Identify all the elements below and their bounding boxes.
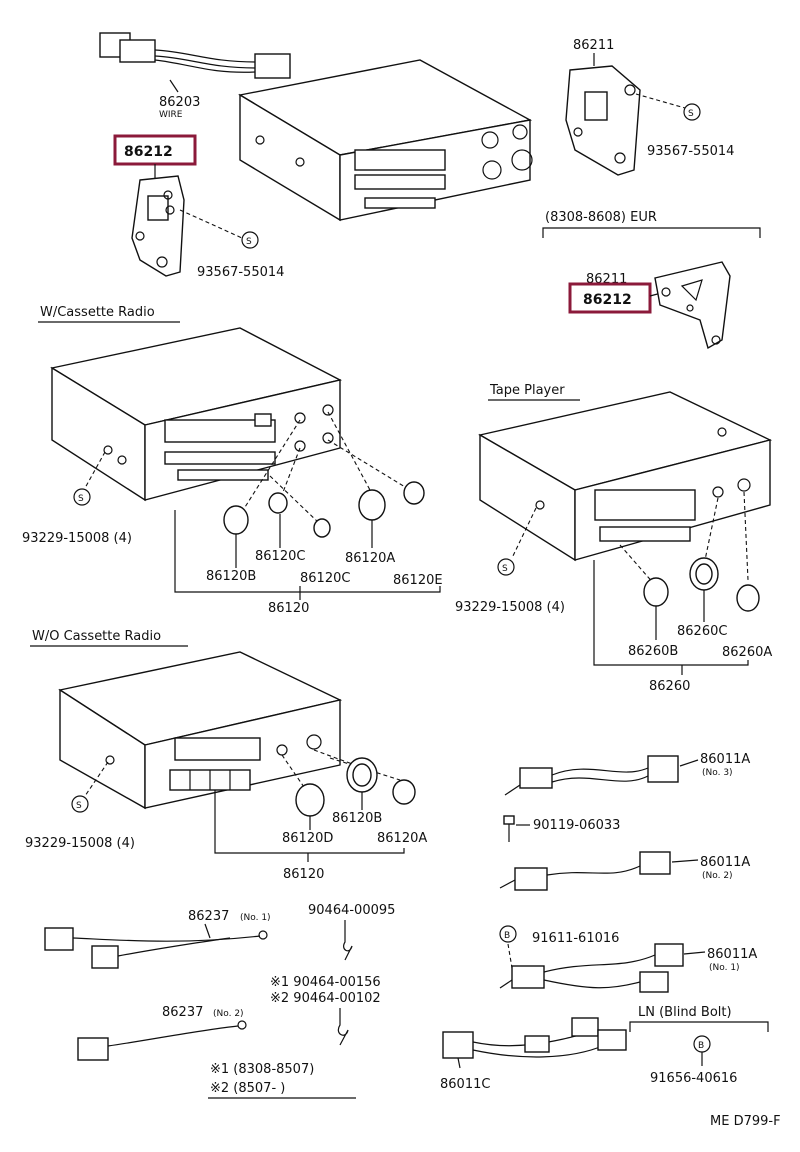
ground-wire-86237-no1-no: (No. 1) <box>240 913 271 923</box>
knob-86120D[interactable]: 86120D <box>282 831 333 846</box>
ground-wire-86237-no1 <box>44 927 268 969</box>
knob-set-86120-a[interactable]: 86120 <box>268 601 309 616</box>
s-circle-w-cassette <box>73 488 91 506</box>
bracket-eur <box>654 261 731 350</box>
svg-text:S: S <box>76 801 82 811</box>
knob-86120A-c[interactable]: 86120A <box>377 831 427 846</box>
harness-86011A-no1-part[interactable]: 86011A <box>707 947 757 962</box>
bracket-top-right-part[interactable]: 86211 <box>573 38 614 53</box>
screw-left-part[interactable]: 93567-55014 <box>197 265 284 280</box>
harness-86011A-no2-no: (No. 2) <box>702 871 733 881</box>
radio-wo-cassette <box>58 651 343 810</box>
knob-86260C[interactable]: 86260C <box>677 624 727 639</box>
knob-86120E[interactable]: 86120E <box>393 573 443 588</box>
harness-86011A-no1 <box>499 943 684 993</box>
note-1: ※1 (8308-8507) <box>210 1062 314 1077</box>
screw-top-right-part[interactable]: 93567-55014 <box>647 144 734 159</box>
screw-tape-part[interactable]: 93229-15008 (4) <box>455 600 565 615</box>
section-header-w-cassette: W/Cassette Radio <box>40 305 155 320</box>
svg-text:B: B <box>698 1041 704 1051</box>
note-2: ※2 (8507- ) <box>210 1081 285 1096</box>
bolt-90119-part[interactable]: 90119-06033 <box>533 818 620 833</box>
screw-w-cassette-part[interactable]: 93229-15008 (4) <box>22 531 132 546</box>
harness-86011A-no1-no: (No. 1) <box>709 963 740 973</box>
knob-86120A-a[interactable]: 86120A <box>345 551 395 566</box>
wire-harness-86203 <box>99 32 291 93</box>
svg-text:S: S <box>688 109 694 119</box>
eur-86212-part[interactable]: 86212 <box>583 292 632 308</box>
harness-86011A-no2 <box>499 851 671 891</box>
highlight-box-86212-right <box>568 282 652 314</box>
harness-86011A-no3-part[interactable]: 86011A <box>700 752 750 767</box>
clip-90464-00095 <box>343 920 353 961</box>
ground-wire-86237-no2-no: (No. 2) <box>213 1009 244 1019</box>
harness-86011C-part[interactable]: 86011C <box>440 1077 490 1092</box>
diagram-code: ME D799-F <box>710 1114 781 1129</box>
b-circle-91611 <box>499 925 517 943</box>
radio-unit-top <box>238 59 533 222</box>
clip-note-1[interactable]: ※1 90464-00156 <box>270 975 381 990</box>
knob-86260B[interactable]: 86260B <box>628 644 678 659</box>
knobs-w-cassette <box>223 411 425 538</box>
nut-91611-part[interactable]: 91611-61016 <box>532 931 619 946</box>
section-header-wo-cassette: W/O Cassette Radio <box>32 629 161 644</box>
harness-86011A-no2-part[interactable]: 86011A <box>700 855 750 870</box>
screw-wo-cassette-part[interactable]: 93229-15008 (4) <box>25 836 135 851</box>
bolt-91656-part[interactable]: 91656-40616 <box>650 1071 737 1086</box>
knobs-tape <box>619 491 760 612</box>
ground-wire-86237-no2-part[interactable]: 86237 <box>162 1005 203 1020</box>
harness-86011A-no3-no: (No. 3) <box>702 768 733 778</box>
ground-wire-86237-no1-part[interactable]: 86237 <box>188 909 229 924</box>
knob-86120B-c[interactable]: 86120B <box>332 811 382 826</box>
clip-note-2[interactable]: ※2 90464-00102 <box>270 991 381 1006</box>
clip-90464-alt <box>337 1008 349 1046</box>
knob-86120C-b[interactable]: 86120C <box>300 571 350 586</box>
svg-text:S: S <box>502 564 508 574</box>
section-header-tape-player: Tape Player <box>489 383 565 398</box>
eur-range-label: (8308-8608) EUR <box>545 210 657 225</box>
harness-86011C <box>442 1017 627 1069</box>
knob-86120B-a[interactable]: 86120B <box>206 569 256 584</box>
svg-text:S: S <box>246 237 252 247</box>
knobs-wo-cassette <box>281 749 416 817</box>
tape-player-unit <box>478 391 773 562</box>
knob-set-86260[interactable]: 86260 <box>649 679 690 694</box>
s-circle-wo-cassette <box>71 795 89 813</box>
bracket-86212-left <box>131 175 185 277</box>
knob-86260A[interactable]: 86260A <box>722 645 772 660</box>
bracket-left-part[interactable]: 86212 <box>124 144 173 160</box>
harness-86011A-no3 <box>504 755 679 796</box>
svg-text:B: B <box>504 931 510 941</box>
bracket-86211-top <box>565 65 641 176</box>
radio-w-cassette <box>50 327 343 502</box>
wire-word: WIRE <box>159 110 183 120</box>
s-circle-top-right <box>683 103 701 121</box>
ln-blind-bolt-label: LN (Blind Bolt) <box>638 1005 732 1020</box>
wire-part-number: 86203 <box>159 95 200 110</box>
knob-86120C-a[interactable]: 86120C <box>255 549 305 564</box>
bolt-90119 <box>503 815 515 842</box>
s-circle-left <box>241 231 259 249</box>
knob-set-86120-b[interactable]: 86120 <box>283 867 324 882</box>
s-circle-tape <box>497 558 515 576</box>
svg-text:S: S <box>78 494 84 504</box>
clip-90464-00095-part[interactable]: 90464-00095 <box>308 903 395 918</box>
ground-wire-86237-no2 <box>77 1020 247 1061</box>
